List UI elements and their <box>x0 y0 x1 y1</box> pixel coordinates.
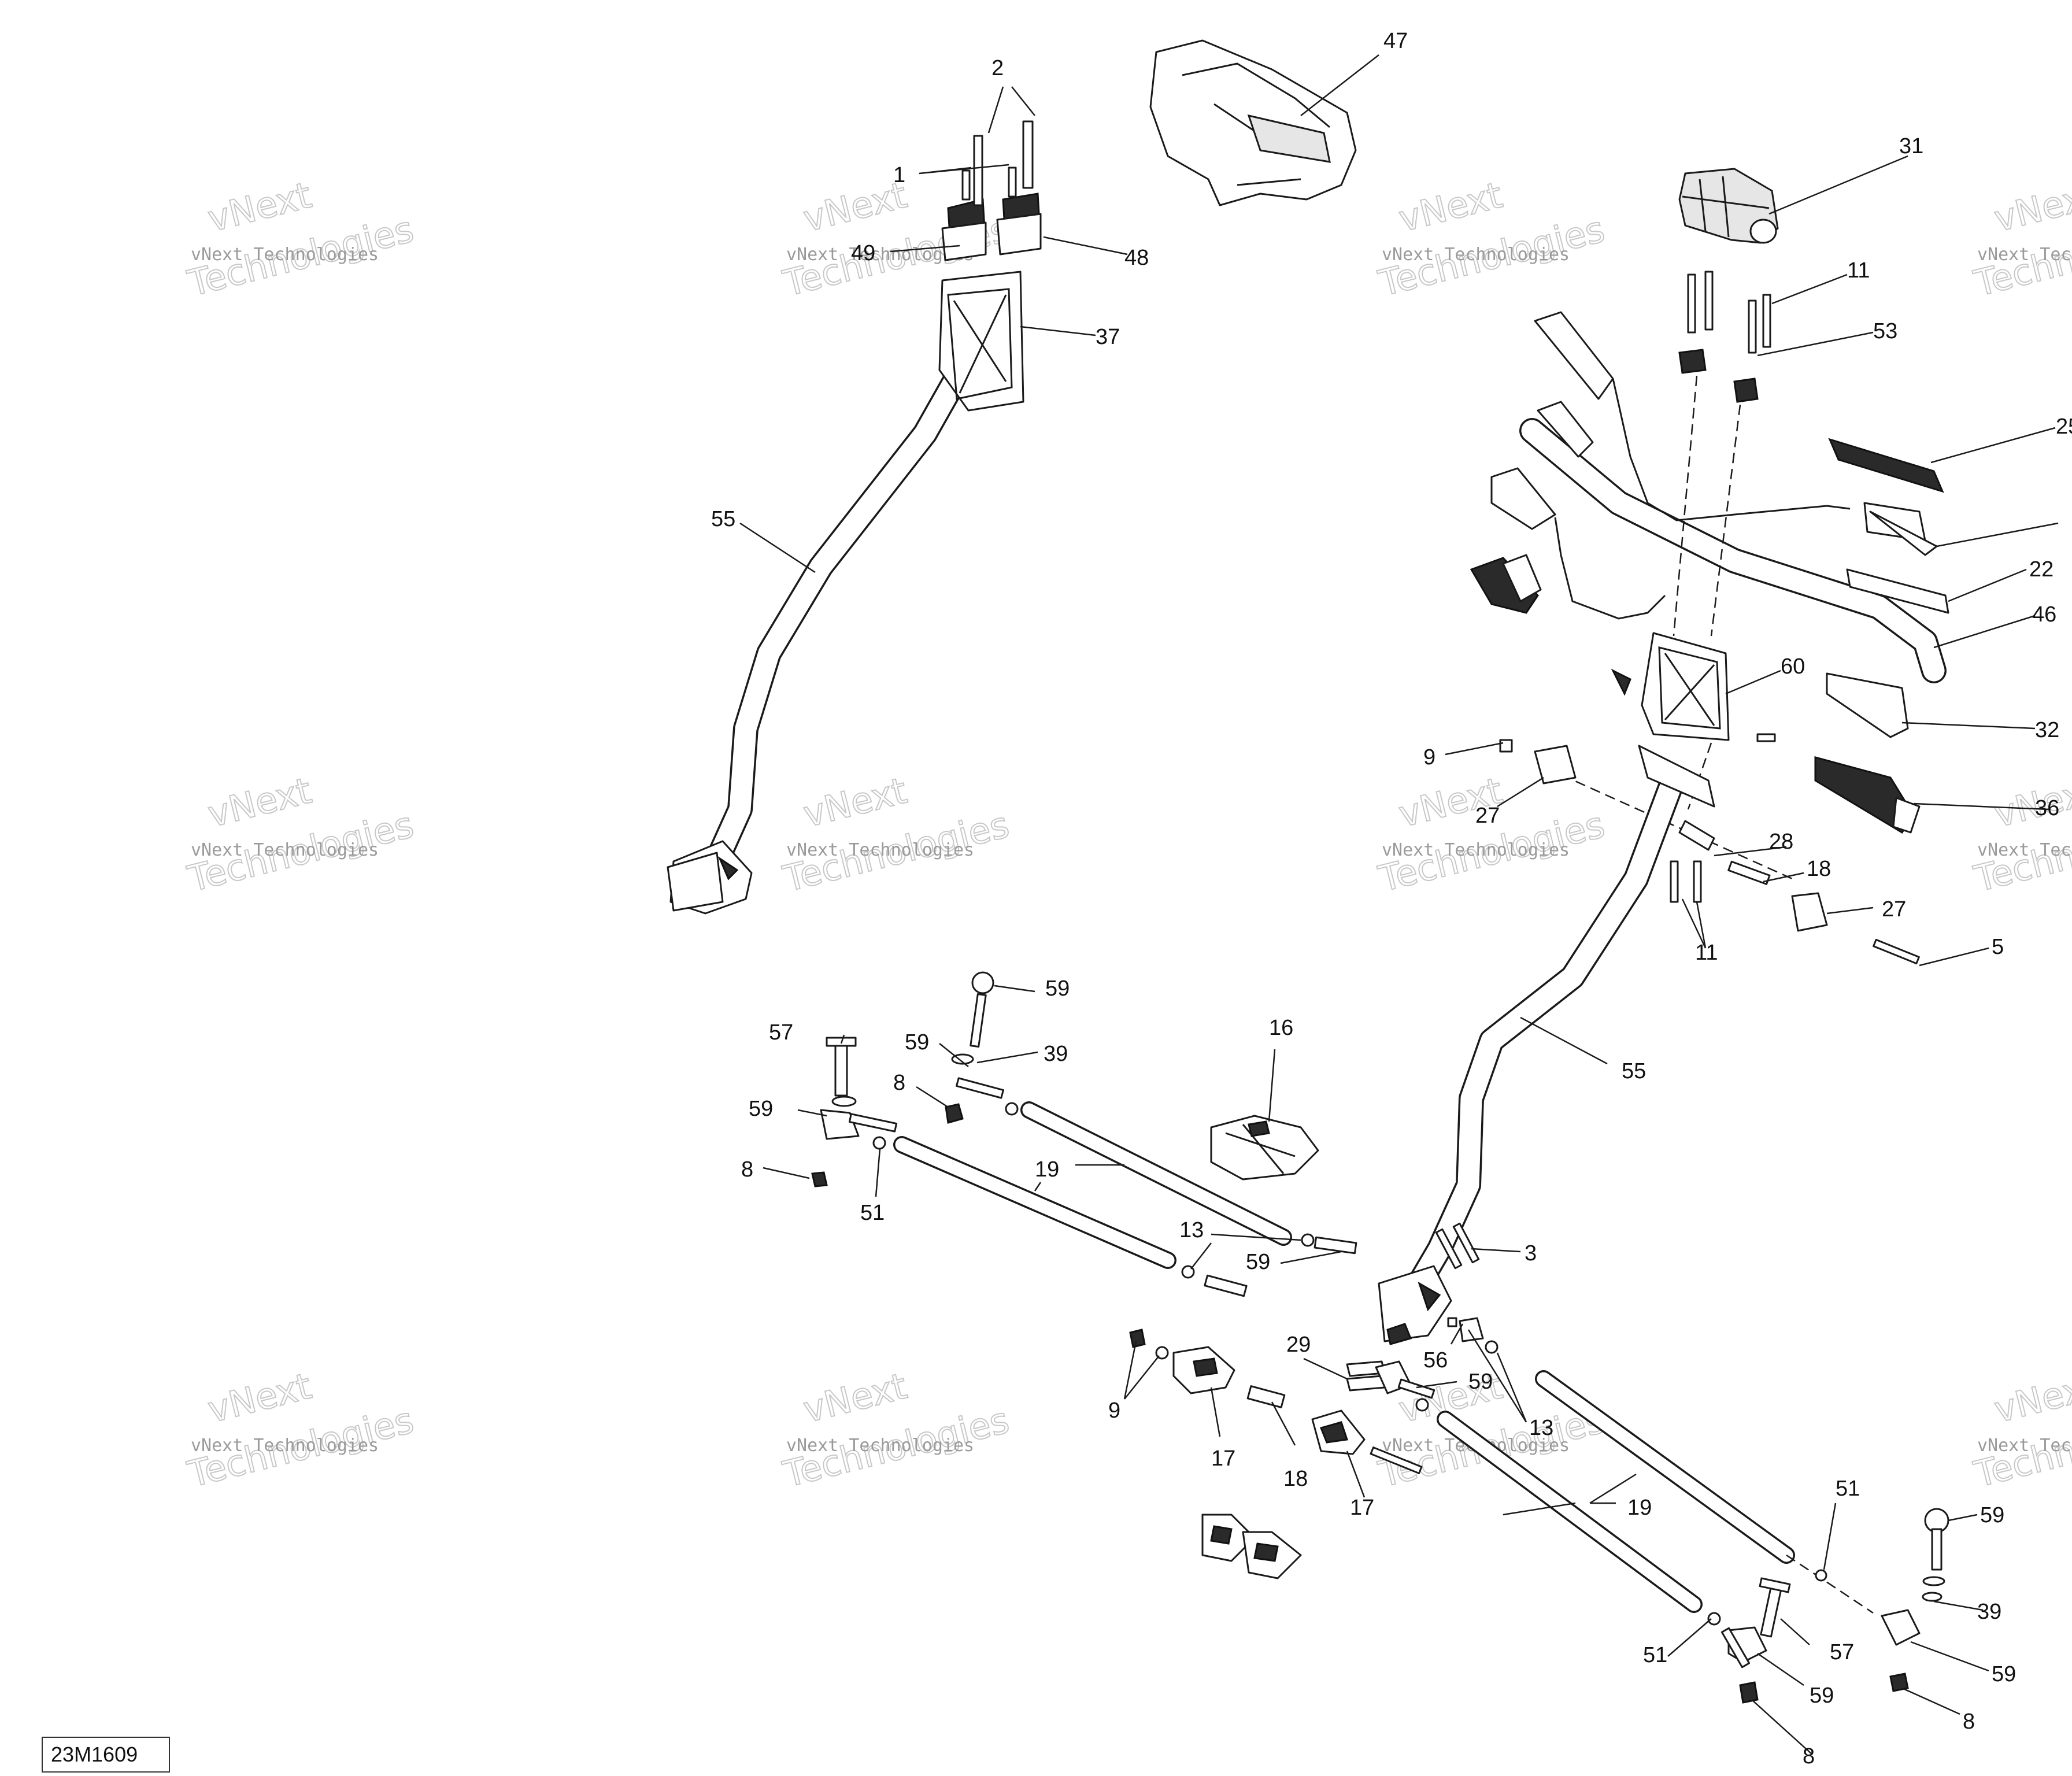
watermark-text: vNext <box>799 769 911 836</box>
callout-16: 16 <box>1269 1016 1293 1040</box>
watermark-text: vNext <box>1990 174 2072 240</box>
watermark-text: vNext <box>204 1365 315 1431</box>
callout-57-left: 57 <box>769 1020 793 1045</box>
grip-cover-47 <box>1149 39 1357 206</box>
watermark-text: vNext <box>799 1365 911 1431</box>
callout-2: 2 <box>991 56 1004 80</box>
diagram-reference-code: 23M1609 <box>42 1737 170 1773</box>
callout-59-a: 59 <box>1045 976 1070 1001</box>
watermark-text: vNext Technologies <box>1382 840 1570 860</box>
lower-left-linkage <box>811 971 1357 1297</box>
watermark-text: vNext Technologies <box>1382 245 1570 265</box>
callout-11-top: 11 <box>1847 258 1870 283</box>
callout-9-bottom: 9 <box>1108 1398 1120 1423</box>
callout-51-right-top: 51 <box>1836 1477 1860 1501</box>
callout-17-left: 17 <box>1211 1446 1235 1471</box>
callout-32: 32 <box>2035 718 2059 742</box>
watermark-text: vNext Technologies <box>786 245 974 265</box>
callout-8-c: 8 <box>1803 1744 1815 1768</box>
callout-19-right: 19 <box>1627 1496 1652 1520</box>
callout-3: 3 <box>1525 1241 1537 1266</box>
watermark-text: vNext Technologies <box>191 1435 379 1456</box>
callout-36: 36 <box>2035 796 2059 820</box>
callout-49: 49 <box>851 241 875 265</box>
watermark-text: vNext Technologies <box>786 1435 974 1456</box>
callout-59-b: 59 <box>905 1030 929 1054</box>
callout-labels: 47 2 1 49 48 37 55 31 11 53 25 22 46 60 … <box>711 29 2072 1768</box>
callout-18-bottom: 18 <box>1283 1467 1308 1491</box>
callout-57-right: 57 <box>1830 1640 1854 1664</box>
callout-60: 60 <box>1781 654 1805 679</box>
callout-27-left: 27 <box>1475 804 1500 828</box>
callout-56: 56 <box>1423 1348 1448 1372</box>
callout-51-right-bottom: 51 <box>1643 1643 1667 1667</box>
callout-59-h: 59 <box>1810 1684 1834 1708</box>
watermark-text: vNext <box>1990 769 2072 836</box>
callout-59-f: 59 <box>1980 1503 2004 1527</box>
callout-17-right: 17 <box>1350 1496 1374 1520</box>
callout-51-left: 51 <box>860 1201 885 1225</box>
grip-cover-31 <box>1678 168 1779 244</box>
callout-55-left: 55 <box>711 507 735 531</box>
callout-5: 5 <box>1992 935 2004 959</box>
lower-right-end-pieces <box>1447 1317 1949 1704</box>
callout-55-right: 55 <box>1622 1059 1646 1083</box>
callout-53: 53 <box>1873 319 1897 343</box>
callout-27-right: 27 <box>1882 897 1906 922</box>
callout-8-b: 8 <box>741 1157 753 1182</box>
leader-lines <box>739 54 2059 1755</box>
watermark-text: vNext Technologies <box>191 245 379 265</box>
lower-center-linkage <box>1129 1222 1874 1614</box>
watermark-text: vNext Technologies <box>1977 245 2072 265</box>
callout-47: 47 <box>1383 29 1408 53</box>
callout-39-right: 39 <box>1977 1600 2001 1624</box>
callout-13-right: 13 <box>1529 1416 1553 1440</box>
callout-39-left: 39 <box>1044 1042 1068 1066</box>
callout-22: 22 <box>2029 557 2054 582</box>
callout-59-g: 59 <box>1992 1662 2016 1686</box>
watermark-text: vNext Technologies <box>1977 1435 2072 1456</box>
callout-18-top: 18 <box>1807 857 1831 881</box>
watermark-text: vNext <box>204 769 315 836</box>
callout-8-a: 8 <box>893 1071 905 1095</box>
watermark-text: vNext Technologies <box>786 840 974 860</box>
watermark-text: vNext <box>1990 1365 2072 1431</box>
watermark-text: vNext <box>1394 174 1506 240</box>
callout-28: 28 <box>1769 830 1793 854</box>
callout-19-left: 19 <box>1035 1157 1059 1182</box>
callout-8-d: 8 <box>1963 1710 1975 1734</box>
callout-31: 31 <box>1899 134 1923 158</box>
left-steering-column <box>667 120 1042 915</box>
callout-9-top: 9 <box>1423 745 1435 769</box>
watermark-text: vNext <box>204 174 315 240</box>
callout-46: 46 <box>2032 602 2056 627</box>
callout-59-e: 59 <box>1468 1370 1493 1394</box>
callout-29: 29 <box>1286 1333 1311 1357</box>
callout-11-bottom: 11 <box>1695 941 1718 965</box>
callout-25: 25 <box>2056 415 2072 439</box>
watermark-text: vNext Technologies <box>191 840 379 860</box>
callout-59-c: 59 <box>749 1097 773 1121</box>
callout-1: 1 <box>893 163 905 187</box>
callout-13-left: 13 <box>1179 1218 1204 1242</box>
callout-48: 48 <box>1124 246 1149 270</box>
callout-59-d: 59 <box>1246 1250 1270 1274</box>
callout-37: 37 <box>1096 325 1120 349</box>
watermark-text: vNext Technologies <box>1977 840 2072 860</box>
